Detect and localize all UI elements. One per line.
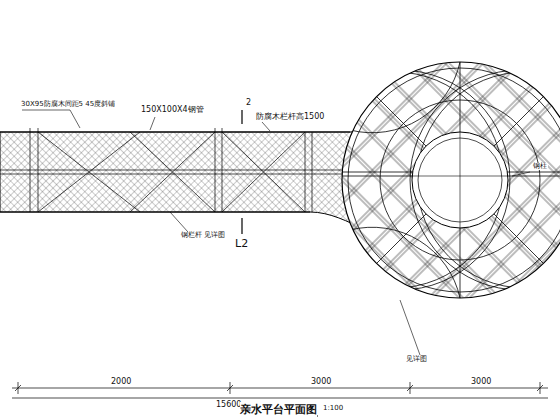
section-mark: L2 [234, 238, 249, 249]
scale-text: 1:100 [322, 405, 344, 412]
callout-note: 150X100X4钢管 [140, 106, 205, 114]
callout-note: 见详图 [405, 356, 428, 363]
dimension-text: 15600 [215, 401, 242, 409]
callout-note: 30X95防腐木间距5 45度斜铺 [20, 101, 116, 108]
dimension-text: 2000 [110, 378, 132, 386]
section-mark: 2 [245, 99, 252, 107]
callout-note: 钢栏杆 见详图 [180, 232, 226, 239]
callout-note: 防腐木栏杆高1500 [255, 113, 325, 121]
drawing-title: 亲水平台平面图 [240, 402, 317, 417]
dimension-text: 3000 [470, 378, 492, 386]
dimension-text: 3000 [310, 378, 332, 386]
callout-note: 钢柱 [532, 163, 548, 170]
